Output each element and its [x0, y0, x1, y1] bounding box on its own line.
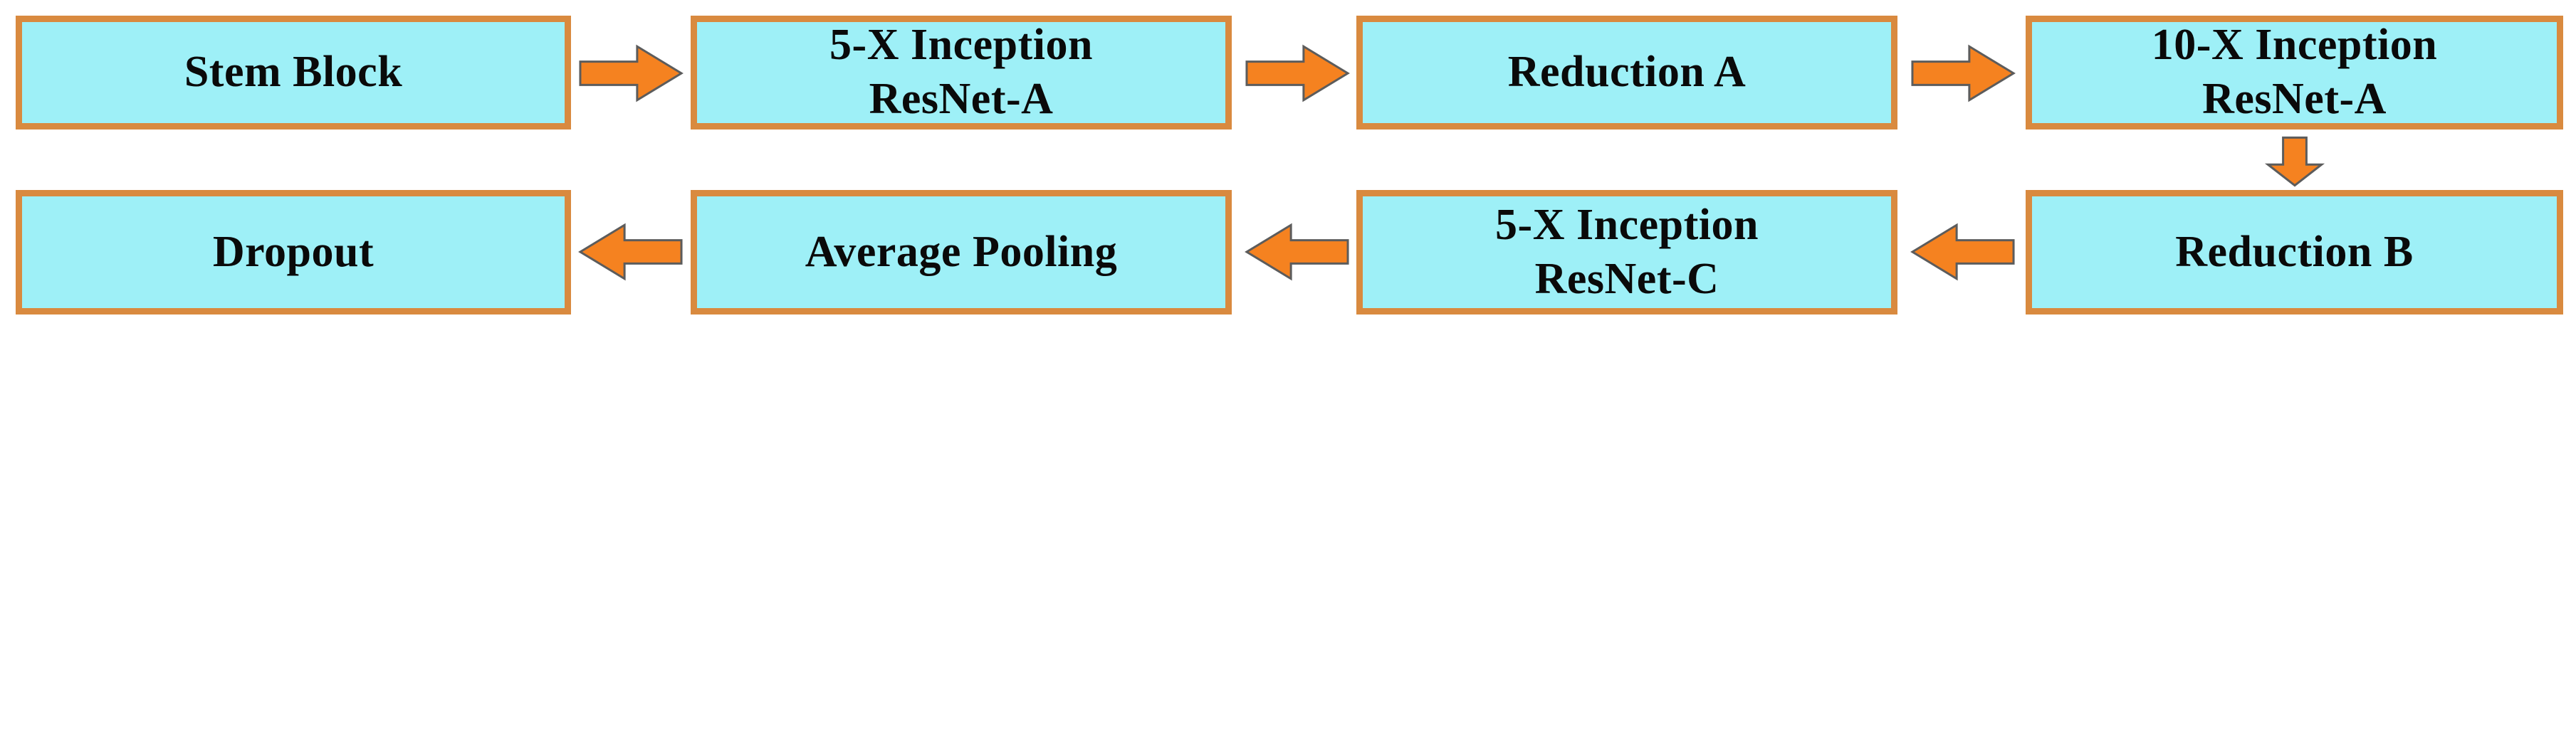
node-label: Reduction B [2175, 227, 2414, 276]
arrow-inception-a5-to-reduction-a [1245, 44, 1350, 102]
node-label: 5-X Inception ResNet-C [1495, 200, 1759, 303]
arrow-stem-to-inception-a5 [578, 44, 684, 102]
node-dropout[interactable]: Dropout [16, 190, 571, 314]
node-label: Reduction A [1507, 48, 1747, 97]
arrow-avgpool-to-dropout [578, 223, 684, 281]
node-reduction-b[interactable]: Reduction B [2026, 190, 2563, 314]
node-label: 10-X Inception ResNet-A [2151, 21, 2438, 123]
node-label: Dropout [212, 227, 375, 276]
node-label: Average Pooling [805, 227, 1118, 276]
node-reduction-a[interactable]: Reduction A [1356, 16, 1897, 130]
node-label: 5-X Inception ResNet-A [829, 21, 1093, 123]
node-stem-block[interactable]: Stem Block [16, 16, 571, 130]
node-inception-resnet-a-10x[interactable]: 10-X Inception ResNet-A [2026, 16, 2563, 130]
arrow-inception-c5-to-avgpool [1245, 223, 1350, 281]
node-label: Stem Block [184, 48, 403, 97]
node-average-pooling[interactable]: Average Pooling [691, 190, 1232, 314]
node-inception-resnet-a-5x[interactable]: 5-X Inception ResNet-A [691, 16, 1232, 130]
arrow-reduction-a-to-inception-a10 [1910, 44, 2016, 102]
arrow-reduction-b-to-inception-c5 [1910, 223, 2016, 281]
arrow-inception-a10-to-reduction-b [2266, 137, 2324, 186]
node-inception-resnet-c-5x[interactable]: 5-X Inception ResNet-C [1356, 190, 1897, 314]
